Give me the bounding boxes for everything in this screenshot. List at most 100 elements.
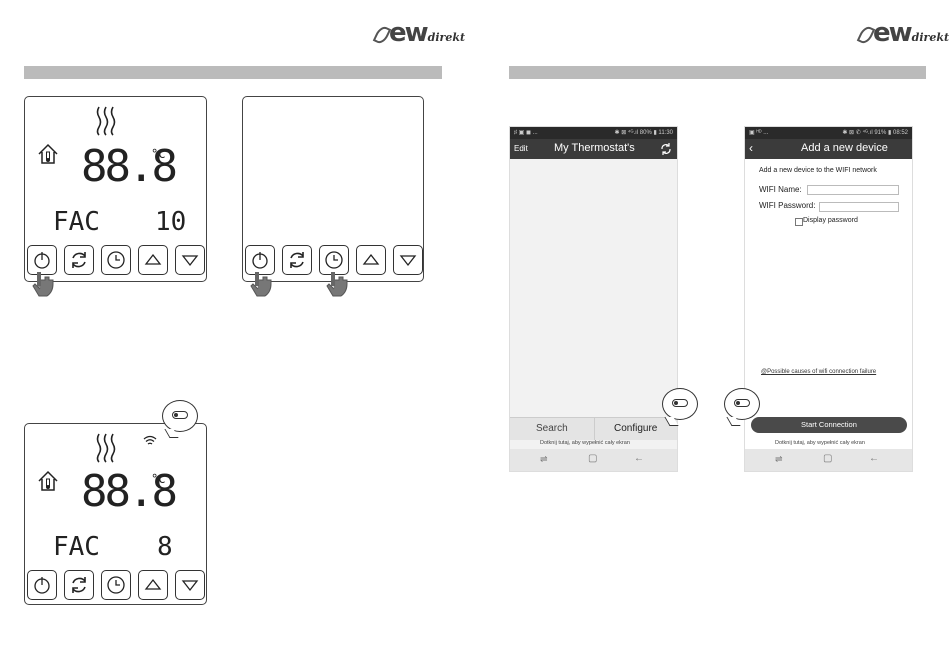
up-button[interactable] <box>138 570 168 600</box>
heat-waves-icon <box>96 433 116 463</box>
power-icon <box>252 252 268 269</box>
pointing-hand-icon <box>32 272 54 297</box>
wifi-password-label: WIFI Password: <box>759 201 816 210</box>
refresh-icon[interactable] <box>659 142 673 156</box>
logo-sub-text: direkt <box>427 31 466 44</box>
back-arrow-icon[interactable]: ‹ <box>749 141 753 155</box>
power-button[interactable] <box>27 570 57 600</box>
help-link[interactable]: @Possible causes of wifi connection fail… <box>761 369 877 375</box>
back-icon[interactable]: ← <box>634 453 644 464</box>
pointing-hand-icon <box>326 272 348 297</box>
temperature-unit: °C <box>151 472 166 486</box>
temperature-digits: 88.8 <box>81 141 178 192</box>
add-device-subtitle: Add a new device to the WIFI network <box>759 167 877 174</box>
temperature-digits: 88.8 <box>81 466 178 517</box>
thermostat-panel-2 <box>242 96 424 282</box>
up-button[interactable] <box>356 245 386 275</box>
clock-icon <box>107 576 125 594</box>
cycle-icon <box>72 252 86 268</box>
edit-button[interactable]: Edit <box>514 144 528 153</box>
brand-logo-right: ew direkt <box>856 18 949 48</box>
toggle-icon <box>734 399 750 407</box>
status-left: ♯ ▣ ◼ ... <box>514 130 538 136</box>
fullscreen-hint[interactable]: Dotknij tutaj, aby wypełnić cały ekran <box>540 440 630 446</box>
cycle-icon <box>72 577 86 593</box>
section-bar-right <box>509 66 926 79</box>
power-icon <box>34 577 50 594</box>
toggle-icon <box>672 399 688 407</box>
cycle-icon <box>290 252 304 268</box>
phone-screen-add-device: ▣ ᴴᴰ ... ✱ ⊠ ✆ ⁴ᴳ.ıl 91% ▮ 08:52 ‹ Add a… <box>744 126 913 472</box>
pointing-hand-icon <box>250 272 272 297</box>
thermostat-panel-1: 88.8 °C FAC 10 <box>24 96 207 282</box>
cycle-button[interactable] <box>282 245 312 275</box>
clock-button[interactable] <box>101 570 131 600</box>
brand-logo-left: ew direkt <box>372 18 466 48</box>
fullscreen-hint[interactable]: Dotknij tutaj, aby wypełnić cały ekran <box>775 440 865 446</box>
up-arrow-icon <box>362 253 380 265</box>
power-icon <box>34 252 50 269</box>
title-bar: Edit My Thermostat's <box>510 139 677 159</box>
setting-value: 8 <box>157 532 173 562</box>
cycle-button[interactable] <box>64 245 94 275</box>
toggle-callout <box>662 388 698 420</box>
display-password-checkbox[interactable] <box>795 218 803 226</box>
down-button[interactable] <box>175 570 205 600</box>
down-button[interactable] <box>175 245 205 275</box>
mode-text: FAC <box>53 207 100 237</box>
up-button[interactable] <box>138 245 168 275</box>
home-icon[interactable]: ▢ <box>588 453 598 464</box>
toggle-icon <box>172 411 188 419</box>
recent-apps-icon[interactable]: ⇌ <box>775 454 783 464</box>
temperature-unit: °C <box>151 147 166 161</box>
power-button[interactable] <box>27 245 57 275</box>
status-bar: ▣ ᴴᴰ ... ✱ ⊠ ✆ ⁴ᴳ.ıl 91% ▮ 08:52 <box>745 127 912 139</box>
up-arrow-icon <box>144 578 162 590</box>
up-arrow-icon <box>144 253 162 265</box>
heat-waves-icon <box>96 106 116 136</box>
cycle-button[interactable] <box>64 570 94 600</box>
status-right: ✱ ⊠ ✆ ⁴ᴳ.ıl 91% ▮ 08:52 <box>842 130 908 136</box>
screen-title: My Thermostat's <box>554 142 635 154</box>
home-icon[interactable]: ▢ <box>823 453 833 464</box>
android-nav-bar: ⇌ ▢ ← <box>745 449 912 471</box>
title-bar: ‹ Add a new device <box>745 139 912 159</box>
wifi-name-field[interactable] <box>807 185 899 195</box>
back-icon[interactable]: ← <box>869 453 879 464</box>
wifi-icon <box>143 435 157 445</box>
status-bar: ♯ ▣ ◼ ... ✱ ⊠ ⁴ᴳ.ıl 80% ▮ 11:30 <box>510 127 677 139</box>
logo-main-text: ew <box>873 18 913 48</box>
toggle-callout <box>162 400 198 432</box>
wifi-name-label: WIFI Name: <box>759 185 802 194</box>
configure-button[interactable]: Configure <box>614 423 658 434</box>
clock-button[interactable] <box>101 245 131 275</box>
house-thermometer-icon <box>38 470 58 491</box>
start-connection-button[interactable]: Start Connection <box>751 417 907 433</box>
down-button[interactable] <box>393 245 423 275</box>
status-left: ▣ ᴴᴰ ... <box>749 130 769 136</box>
status-right: ✱ ⊠ ⁴ᴳ.ıl 80% ▮ 11:30 <box>614 130 674 136</box>
power-button[interactable] <box>245 245 275 275</box>
clock-icon <box>325 251 343 269</box>
section-bar-left <box>24 66 442 79</box>
down-arrow-icon <box>181 255 199 267</box>
wifi-password-field[interactable] <box>819 202 899 212</box>
clock-button[interactable] <box>319 245 349 275</box>
logo-main-text: ew <box>389 18 429 48</box>
display-password-label: Display password <box>803 217 858 224</box>
bottom-actions: Search Configure <box>510 417 677 440</box>
clock-icon <box>107 251 125 269</box>
down-arrow-icon <box>181 580 199 592</box>
house-thermometer-icon <box>38 143 58 164</box>
thermostat-panel-3: 88.8 °C FAC 8 <box>24 423 207 605</box>
start-connection-label: Start Connection <box>801 420 857 429</box>
setting-value: 10 <box>155 207 187 237</box>
toggle-callout <box>724 388 760 420</box>
android-nav-bar: ⇌ ▢ ← <box>510 449 677 471</box>
screen-title: Add a new device <box>801 142 888 154</box>
phone-screen-list: ♯ ▣ ◼ ... ✱ ⊠ ⁴ᴳ.ıl 80% ▮ 11:30 Edit My … <box>509 126 678 472</box>
mode-text: FAC <box>53 532 100 562</box>
recent-apps-icon[interactable]: ⇌ <box>540 454 548 464</box>
search-button[interactable]: Search <box>536 423 568 434</box>
divider <box>594 418 595 440</box>
